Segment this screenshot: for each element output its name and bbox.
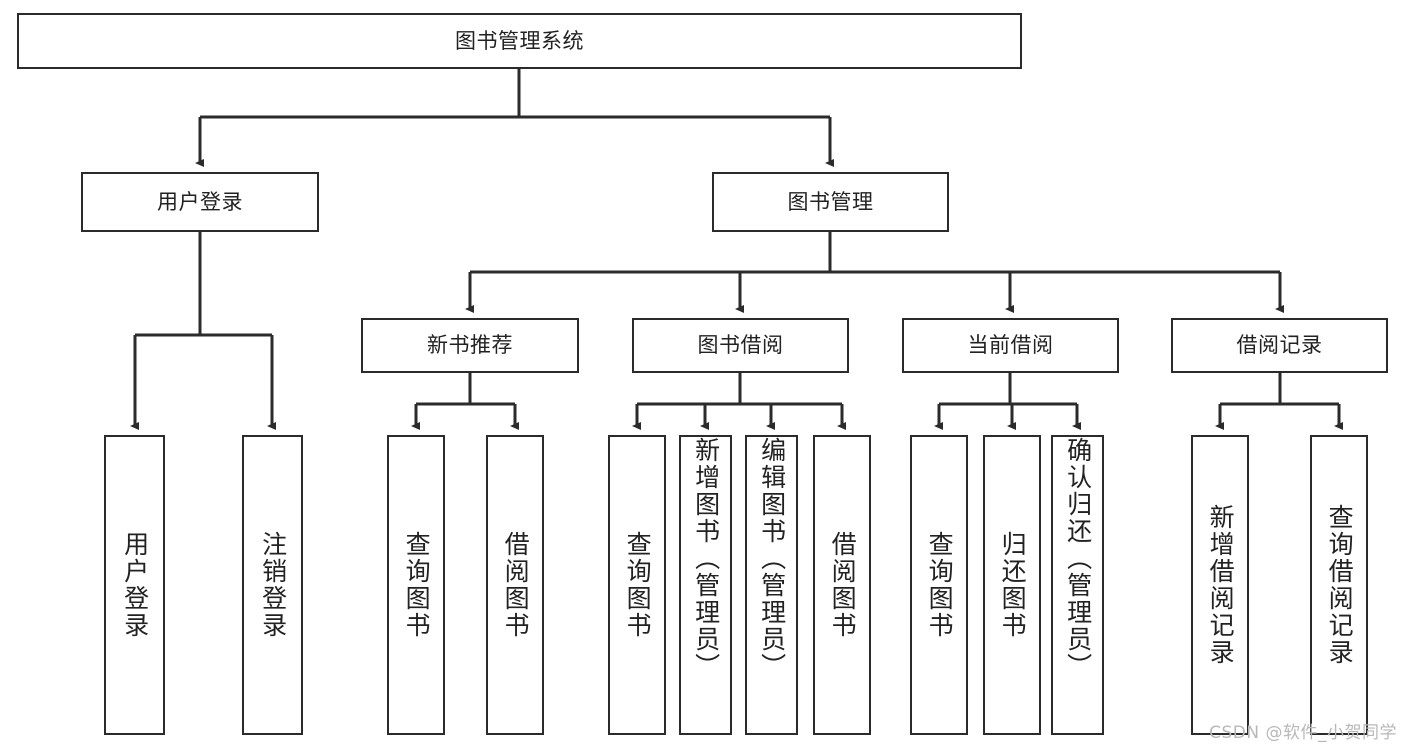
node-leaf-edit-book[interactable]: 编辑图书（管理员） [745,435,798,735]
node-leaf-query-record-label: 查询借阅记录 [1325,504,1355,666]
node-leaf-logout-label: 注销登录 [258,531,288,639]
node-leaf-return-book[interactable]: 归还图书 [983,435,1041,735]
node-leaf-query-book-nb-label: 查询图书 [402,531,432,639]
node-leaf-query-book-bb[interactable]: 查询图书 [608,435,666,735]
node-user-login[interactable]: 用户登录 [81,172,319,232]
node-leaf-add-book-label: 新增图书（管理员） [691,437,721,680]
node-book-borrow-label: 图书借阅 [697,333,784,358]
node-leaf-borrow-book-bb-label: 借阅图书 [828,531,858,639]
node-leaf-query-book-bb-label: 查询图书 [623,531,653,639]
node-book-borrow[interactable]: 图书借阅 [632,318,849,373]
node-leaf-query-record[interactable]: 查询借阅记录 [1310,435,1368,735]
node-user-login-label: 用户登录 [157,189,243,214]
node-leaf-query-book-cb[interactable]: 查询图书 [910,435,968,735]
node-borrow-record[interactable]: 借阅记录 [1171,318,1388,373]
node-book-manage-label: 图书管理 [787,189,874,214]
node-leaf-add-book[interactable]: 新增图书（管理员） [679,435,732,735]
node-leaf-user-login-label: 用户登录 [120,531,150,639]
node-leaf-query-book-nb[interactable]: 查询图书 [387,435,445,735]
node-borrow-record-label: 借阅记录 [1236,333,1323,358]
node-leaf-confirm-return[interactable]: 确认归还（管理员） [1051,435,1104,735]
node-leaf-add-record-label: 新增借阅记录 [1206,504,1236,666]
node-leaf-confirm-return-label: 确认归还（管理员） [1063,437,1093,680]
node-leaf-return-book-label: 归还图书 [998,531,1028,639]
watermark-text: CSDN @软件_小贺同学 [1209,723,1397,743]
node-leaf-edit-book-label: 编辑图书（管理员） [757,437,787,680]
node-leaf-borrow-book-bb[interactable]: 借阅图书 [813,435,871,735]
node-leaf-add-record[interactable]: 新增借阅记录 [1191,435,1249,735]
node-current-borrow[interactable]: 当前借阅 [902,318,1119,373]
node-book-manage[interactable]: 图书管理 [712,172,949,232]
node-root[interactable]: 图书管理系统 [17,13,1022,69]
node-leaf-borrow-book-nb-label: 借阅图书 [501,531,531,639]
node-leaf-borrow-book-nb[interactable]: 借阅图书 [486,435,544,735]
node-new-book-recommend[interactable]: 新书推荐 [361,318,579,373]
node-current-borrow-label: 当前借阅 [967,333,1054,358]
node-new-book-recommend-label: 新书推荐 [427,333,513,358]
node-leaf-user-login[interactable]: 用户登录 [104,435,165,735]
node-leaf-logout[interactable]: 注销登录 [242,435,303,735]
node-leaf-query-book-cb-label: 查询图书 [925,531,955,639]
node-root-label: 图书管理系统 [455,28,584,53]
